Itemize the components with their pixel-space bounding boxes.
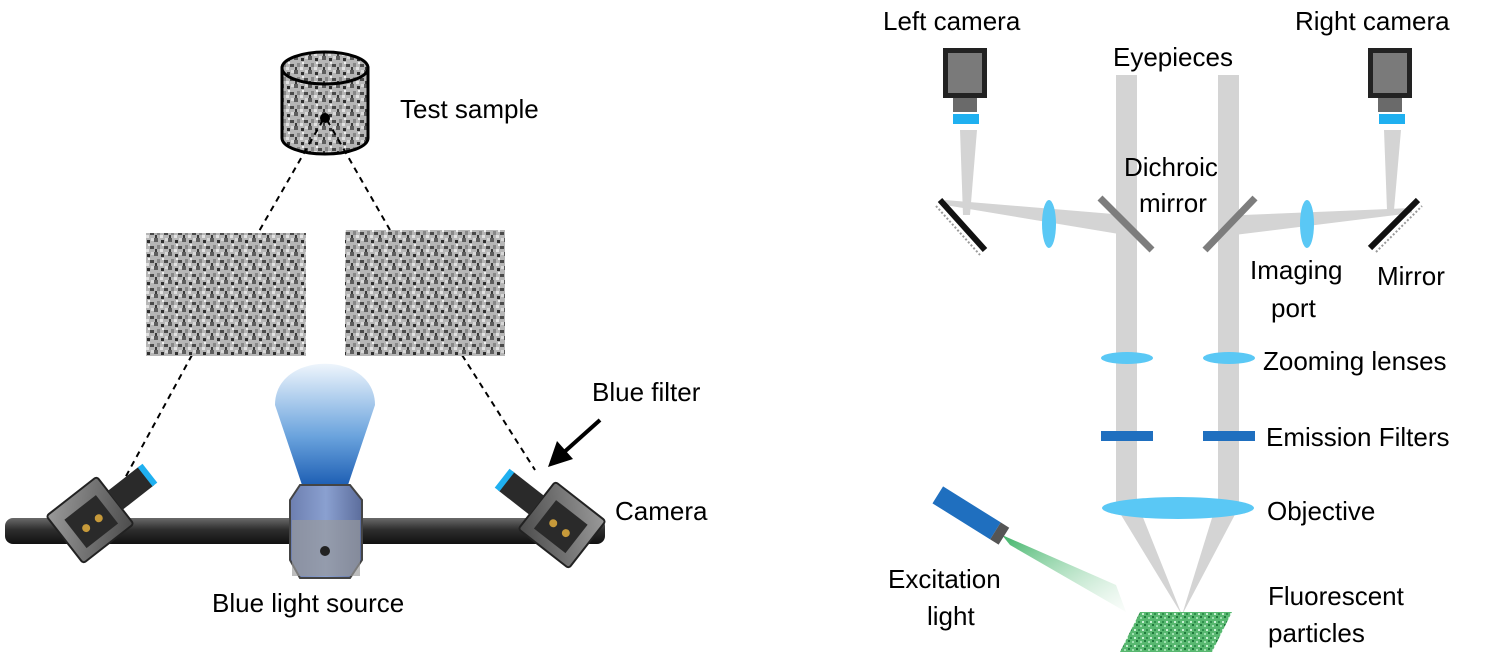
blue-light-beam (275, 363, 375, 485)
blue-light-source-label: Blue light source (212, 588, 404, 618)
left-camera-device (46, 463, 158, 564)
right-dichroic-mirror (1202, 195, 1258, 253)
fluorescent-sample (1120, 612, 1232, 652)
right-zooming-lens (1203, 352, 1255, 364)
left-camera-label: Left camera (883, 6, 1021, 36)
eyepieces-label: Eyepieces (1113, 42, 1233, 72)
emission-filters-label: Emission Filters (1266, 422, 1449, 452)
excitation-light-source (932, 486, 1126, 612)
left-mirror (935, 197, 988, 256)
imaging-port-label-2: port (1271, 293, 1317, 323)
excitation-light-label-1: Excitation (888, 564, 1001, 594)
left-panel: Test sample Blue filter Camera Blue ligh… (5, 50, 708, 618)
right-mirror (1367, 197, 1423, 253)
right-imaging-lens (1300, 200, 1314, 248)
fluorescent-particles-label-1: Fluorescent (1268, 581, 1405, 611)
left-imaging-lens (1042, 200, 1056, 248)
zooming-lenses-label: Zooming lenses (1263, 346, 1447, 376)
right-camera-device (494, 468, 606, 569)
left-speckle-image (146, 233, 306, 356)
left-dichroic-mirror (1097, 195, 1155, 253)
dichroic-mirror-label-2: mirror (1139, 188, 1207, 218)
left-emission-filter (1101, 431, 1153, 441)
left-zooming-lens (1101, 352, 1153, 364)
test-sample-label: Test sample (400, 94, 539, 124)
dichroic-mirror-label-1: Dichroic (1124, 152, 1218, 182)
imaging-port-label-1: Imaging (1250, 255, 1343, 285)
objective-label: Objective (1267, 496, 1375, 526)
objective-lens (1102, 497, 1254, 519)
blue-filter-label: Blue filter (592, 377, 701, 407)
right-emission-filter (1203, 431, 1255, 441)
camera-label: Camera (615, 496, 708, 526)
excitation-light-label-2: light (927, 601, 975, 631)
right-panel: Left camera Right camera Eyepieces Dichr… (883, 6, 1450, 652)
optical-beams (945, 75, 1412, 615)
mirror-label: Mirror (1377, 261, 1445, 291)
left-camera-block (943, 48, 987, 124)
fluorescent-particles-label-2: particles (1268, 618, 1365, 648)
blue-filter-arrow (548, 418, 602, 467)
right-camera-block (1368, 48, 1412, 124)
right-camera-label: Right camera (1295, 6, 1450, 36)
right-speckle-image (345, 230, 505, 356)
sight-lines (124, 119, 536, 479)
test-sample-cylinder (280, 50, 370, 156)
light-source-body (289, 484, 363, 579)
